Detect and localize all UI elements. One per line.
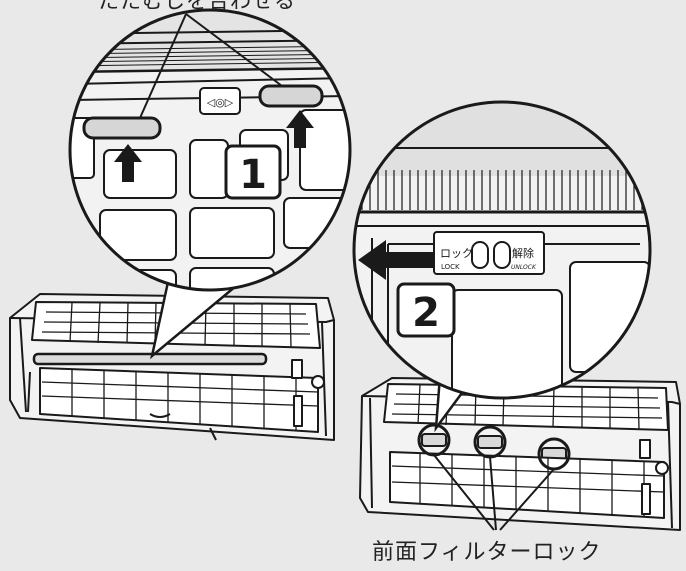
step-2-badge bbox=[396, 282, 456, 338]
detail-circle-1 bbox=[68, 8, 352, 292]
step-1-badge bbox=[224, 144, 282, 200]
arrow-up-icon bbox=[114, 144, 142, 182]
top-leader-lines bbox=[139, 13, 283, 119]
arrow-up-icon bbox=[286, 110, 314, 148]
bottom-leader-lines bbox=[433, 454, 555, 531]
step-1-number: 1 bbox=[239, 152, 267, 198]
unlock-label-en: UNLOCK bbox=[511, 264, 537, 271]
left-unit bbox=[9, 293, 335, 441]
arrow-left-icon bbox=[358, 240, 434, 280]
top-callout-label: たたむしを合わせる bbox=[98, 0, 296, 13]
front-filter-lock-label: 前面フィルターロック bbox=[372, 540, 602, 565]
lock-label-jp: ロック bbox=[440, 247, 473, 260]
lock-label-en: LOCK bbox=[441, 263, 460, 271]
unlock-label-jp: 解除 bbox=[512, 246, 534, 260]
latch-mark: ◁◎▷ bbox=[207, 96, 234, 109]
step-2-number: 2 bbox=[412, 290, 440, 336]
